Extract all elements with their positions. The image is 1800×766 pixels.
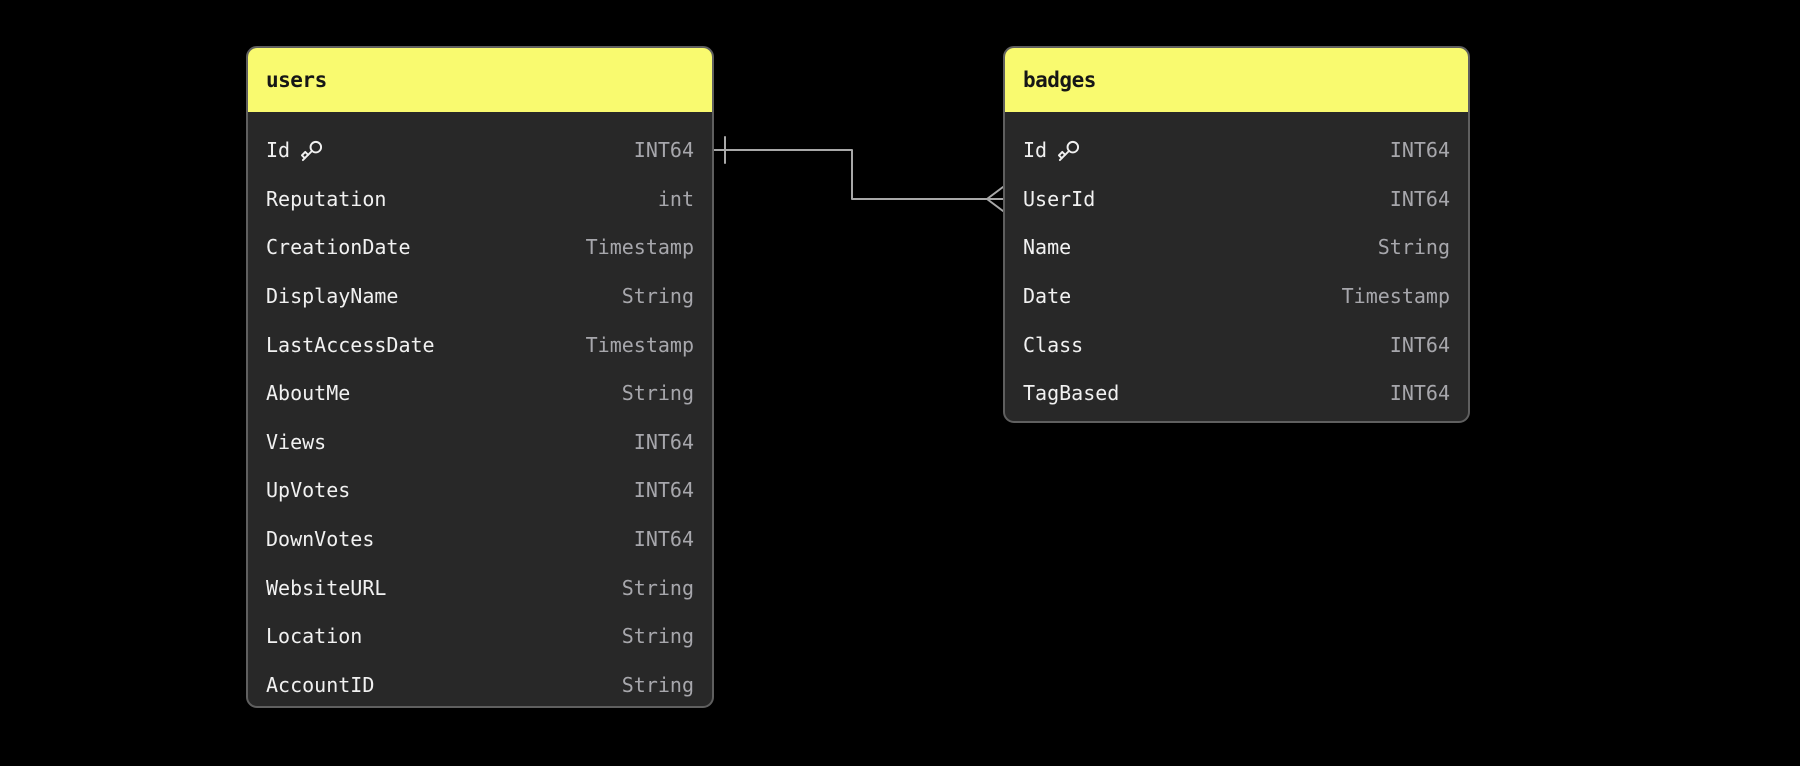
field-name: WebsiteURL xyxy=(266,575,387,600)
field-row-badges-Date[interactable]: Date Timestamp xyxy=(1005,272,1468,321)
field-name: LastAccessDate xyxy=(266,332,435,357)
field-type: int xyxy=(657,186,694,211)
field-row-users-Id[interactable]: Id INT64 xyxy=(248,126,712,175)
field-name: DisplayName xyxy=(266,284,399,309)
field-name-group: Name xyxy=(1023,235,1071,259)
field-name-group: AboutMe xyxy=(266,381,350,405)
field-row-badges-Id[interactable]: Id INT64 xyxy=(1005,126,1468,175)
field-name-group: Id xyxy=(1023,138,1080,162)
field-name-group: CreationDate xyxy=(266,235,411,259)
field-type: Timestamp xyxy=(585,332,694,357)
field-row-users-Views[interactable]: Views INT64 xyxy=(248,418,712,467)
table-name: users xyxy=(266,68,327,92)
field-type: Timestamp xyxy=(1341,284,1450,309)
field-type: INT64 xyxy=(633,478,694,503)
field-name: UpVotes xyxy=(266,478,351,503)
field-name-group: TagBased xyxy=(1023,381,1119,405)
field-type: INT64 xyxy=(1389,381,1450,406)
field-type: String xyxy=(621,284,694,309)
field-name: Id xyxy=(1023,138,1048,163)
field-row-users-DownVotes[interactable]: DownVotes INT64 xyxy=(248,515,712,564)
field-name: Views xyxy=(266,429,327,454)
field-type: INT64 xyxy=(1389,138,1450,163)
field-name-group: Location xyxy=(266,624,362,648)
field-name: Reputation xyxy=(266,186,387,211)
field-type: String xyxy=(621,575,694,600)
field-type: INT64 xyxy=(1389,332,1450,357)
table-users-header[interactable]: users xyxy=(248,48,712,112)
field-row-badges-Class[interactable]: Class INT64 xyxy=(1005,320,1468,369)
field-name-group: Reputation xyxy=(266,187,386,211)
field-name-group: Id xyxy=(266,138,323,162)
field-row-users-UpVotes[interactable]: UpVotes INT64 xyxy=(248,466,712,515)
primary-key-icon xyxy=(1057,139,1080,162)
field-name: TagBased xyxy=(1023,381,1120,406)
field-name: Location xyxy=(266,624,363,649)
field-name: Class xyxy=(1023,332,1084,357)
field-type: INT64 xyxy=(1389,186,1450,211)
field-row-users-Reputation[interactable]: Reputation int xyxy=(248,175,712,224)
field-row-users-LastAccessDate[interactable]: LastAccessDate Timestamp xyxy=(248,320,712,369)
field-type: String xyxy=(621,381,694,406)
connector-line[interactable] xyxy=(711,149,1004,200)
field-row-users-AccountID[interactable]: AccountID String xyxy=(248,661,712,706)
field-row-badges-Name[interactable]: Name String xyxy=(1005,223,1468,272)
field-name-group: UpVotes xyxy=(266,478,350,502)
field-row-users-WebsiteURL[interactable]: WebsiteURL String xyxy=(248,563,712,612)
field-name: AccountID xyxy=(266,672,375,697)
field-type: INT64 xyxy=(633,429,694,454)
field-name-group: Class xyxy=(1023,333,1083,357)
field-row-users-CreationDate[interactable]: CreationDate Timestamp xyxy=(248,223,712,272)
field-row-users-Location[interactable]: Location String xyxy=(248,612,712,661)
field-type: String xyxy=(621,672,694,697)
field-row-users-DisplayName[interactable]: DisplayName String xyxy=(248,272,712,321)
field-name: Id xyxy=(266,138,291,163)
field-name: DownVotes xyxy=(266,527,375,552)
field-name-group: Date xyxy=(1023,284,1071,308)
field-name-group: UserId xyxy=(1023,187,1095,211)
field-name-group: DisplayName xyxy=(266,284,398,308)
field-type: INT64 xyxy=(633,527,694,552)
field-name: AboutMe xyxy=(266,381,351,406)
field-type: INT64 xyxy=(633,138,694,163)
field-row-badges-TagBased[interactable]: TagBased INT64 xyxy=(1005,369,1468,418)
field-name-group: WebsiteURL xyxy=(266,576,386,600)
field-name: UserId xyxy=(1023,186,1096,211)
primary-key-icon xyxy=(300,139,323,162)
field-type: Timestamp xyxy=(585,235,694,260)
field-name: CreationDate xyxy=(266,235,411,260)
field-name: Name xyxy=(1023,235,1072,260)
field-name: Date xyxy=(1023,284,1072,309)
crow-foot-many-icon xyxy=(986,186,1004,212)
table-name: badges xyxy=(1023,68,1096,92)
field-name-group: LastAccessDate xyxy=(266,333,435,357)
field-row-users-AboutMe[interactable]: AboutMe String xyxy=(248,369,712,418)
field-row-badges-UserId[interactable]: UserId INT64 xyxy=(1005,175,1468,224)
field-type: String xyxy=(621,624,694,649)
field-name-group: DownVotes xyxy=(266,527,374,551)
field-type: String xyxy=(1377,235,1450,260)
field-name-group: Views xyxy=(266,430,326,454)
table-badges-header[interactable]: badges xyxy=(1005,48,1468,112)
field-name-group: AccountID xyxy=(266,673,374,697)
